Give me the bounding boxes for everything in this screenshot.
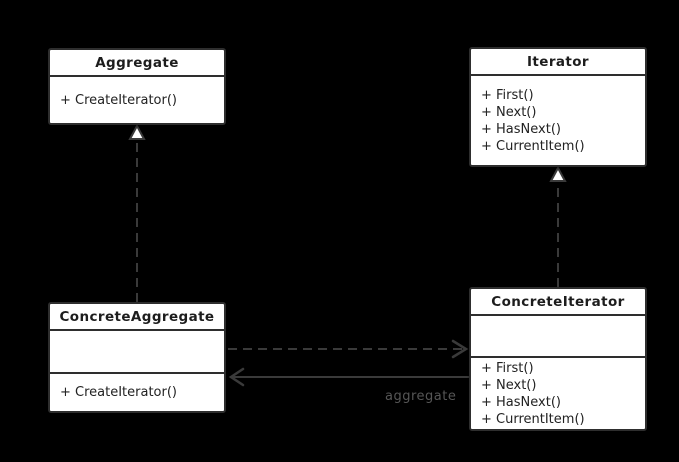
method-entry: + Next() (481, 104, 537, 120)
hollow-triangle-arrowhead (128, 123, 146, 140)
hollow-triangle-arrowhead (549, 165, 567, 182)
methods-compartment: + First() + Next() + HasNext() + Current… (471, 358, 645, 429)
class-box-concrete-iterator: ConcreteIterator + First() + Next() + Ha… (469, 287, 647, 431)
method-entry: + Next() (481, 377, 537, 393)
class-box-concrete-aggregate: ConcreteAggregate + CreateIterator() (48, 302, 226, 413)
open-arrowhead (228, 367, 245, 387)
class-box-aggregate: Aggregate + CreateIterator() (48, 48, 226, 125)
methods-compartment: + First() + Next() + HasNext() + Current… (471, 76, 645, 165)
association-concreteiterator-to-concreteaggregate (228, 367, 469, 387)
realization-concreteaggregate-to-aggregate (128, 123, 146, 302)
method-entry: + CreateIterator() (60, 385, 177, 400)
attributes-compartment-empty (471, 316, 645, 358)
class-title: Aggregate (50, 50, 224, 77)
association-label-aggregate: aggregate (385, 389, 457, 404)
realization-concreteiterator-to-iterator (549, 165, 567, 287)
open-arrowhead (451, 339, 469, 359)
class-title: ConcreteIterator (471, 289, 645, 316)
class-box-iterator: Iterator + First() + Next() + HasNext() … (469, 47, 647, 167)
class-title: ConcreteAggregate (50, 304, 224, 331)
method-entry: + CurrentItem() (481, 411, 585, 427)
method-entry: + CreateIterator() (60, 92, 177, 108)
class-title: Iterator (471, 49, 645, 76)
method-entry: + CurrentItem() (481, 138, 585, 154)
methods-compartment: + CreateIterator() (50, 77, 224, 123)
attributes-compartment-empty (50, 331, 224, 374)
dependency-concreteaggregate-to-concreteiterator (228, 339, 469, 359)
method-entry: + HasNext() (481, 121, 561, 137)
method-entry: + First() (481, 360, 534, 376)
method-entry: + HasNext() (481, 394, 561, 410)
methods-compartment: + CreateIterator() (50, 374, 224, 411)
method-entry: + First() (481, 87, 534, 103)
